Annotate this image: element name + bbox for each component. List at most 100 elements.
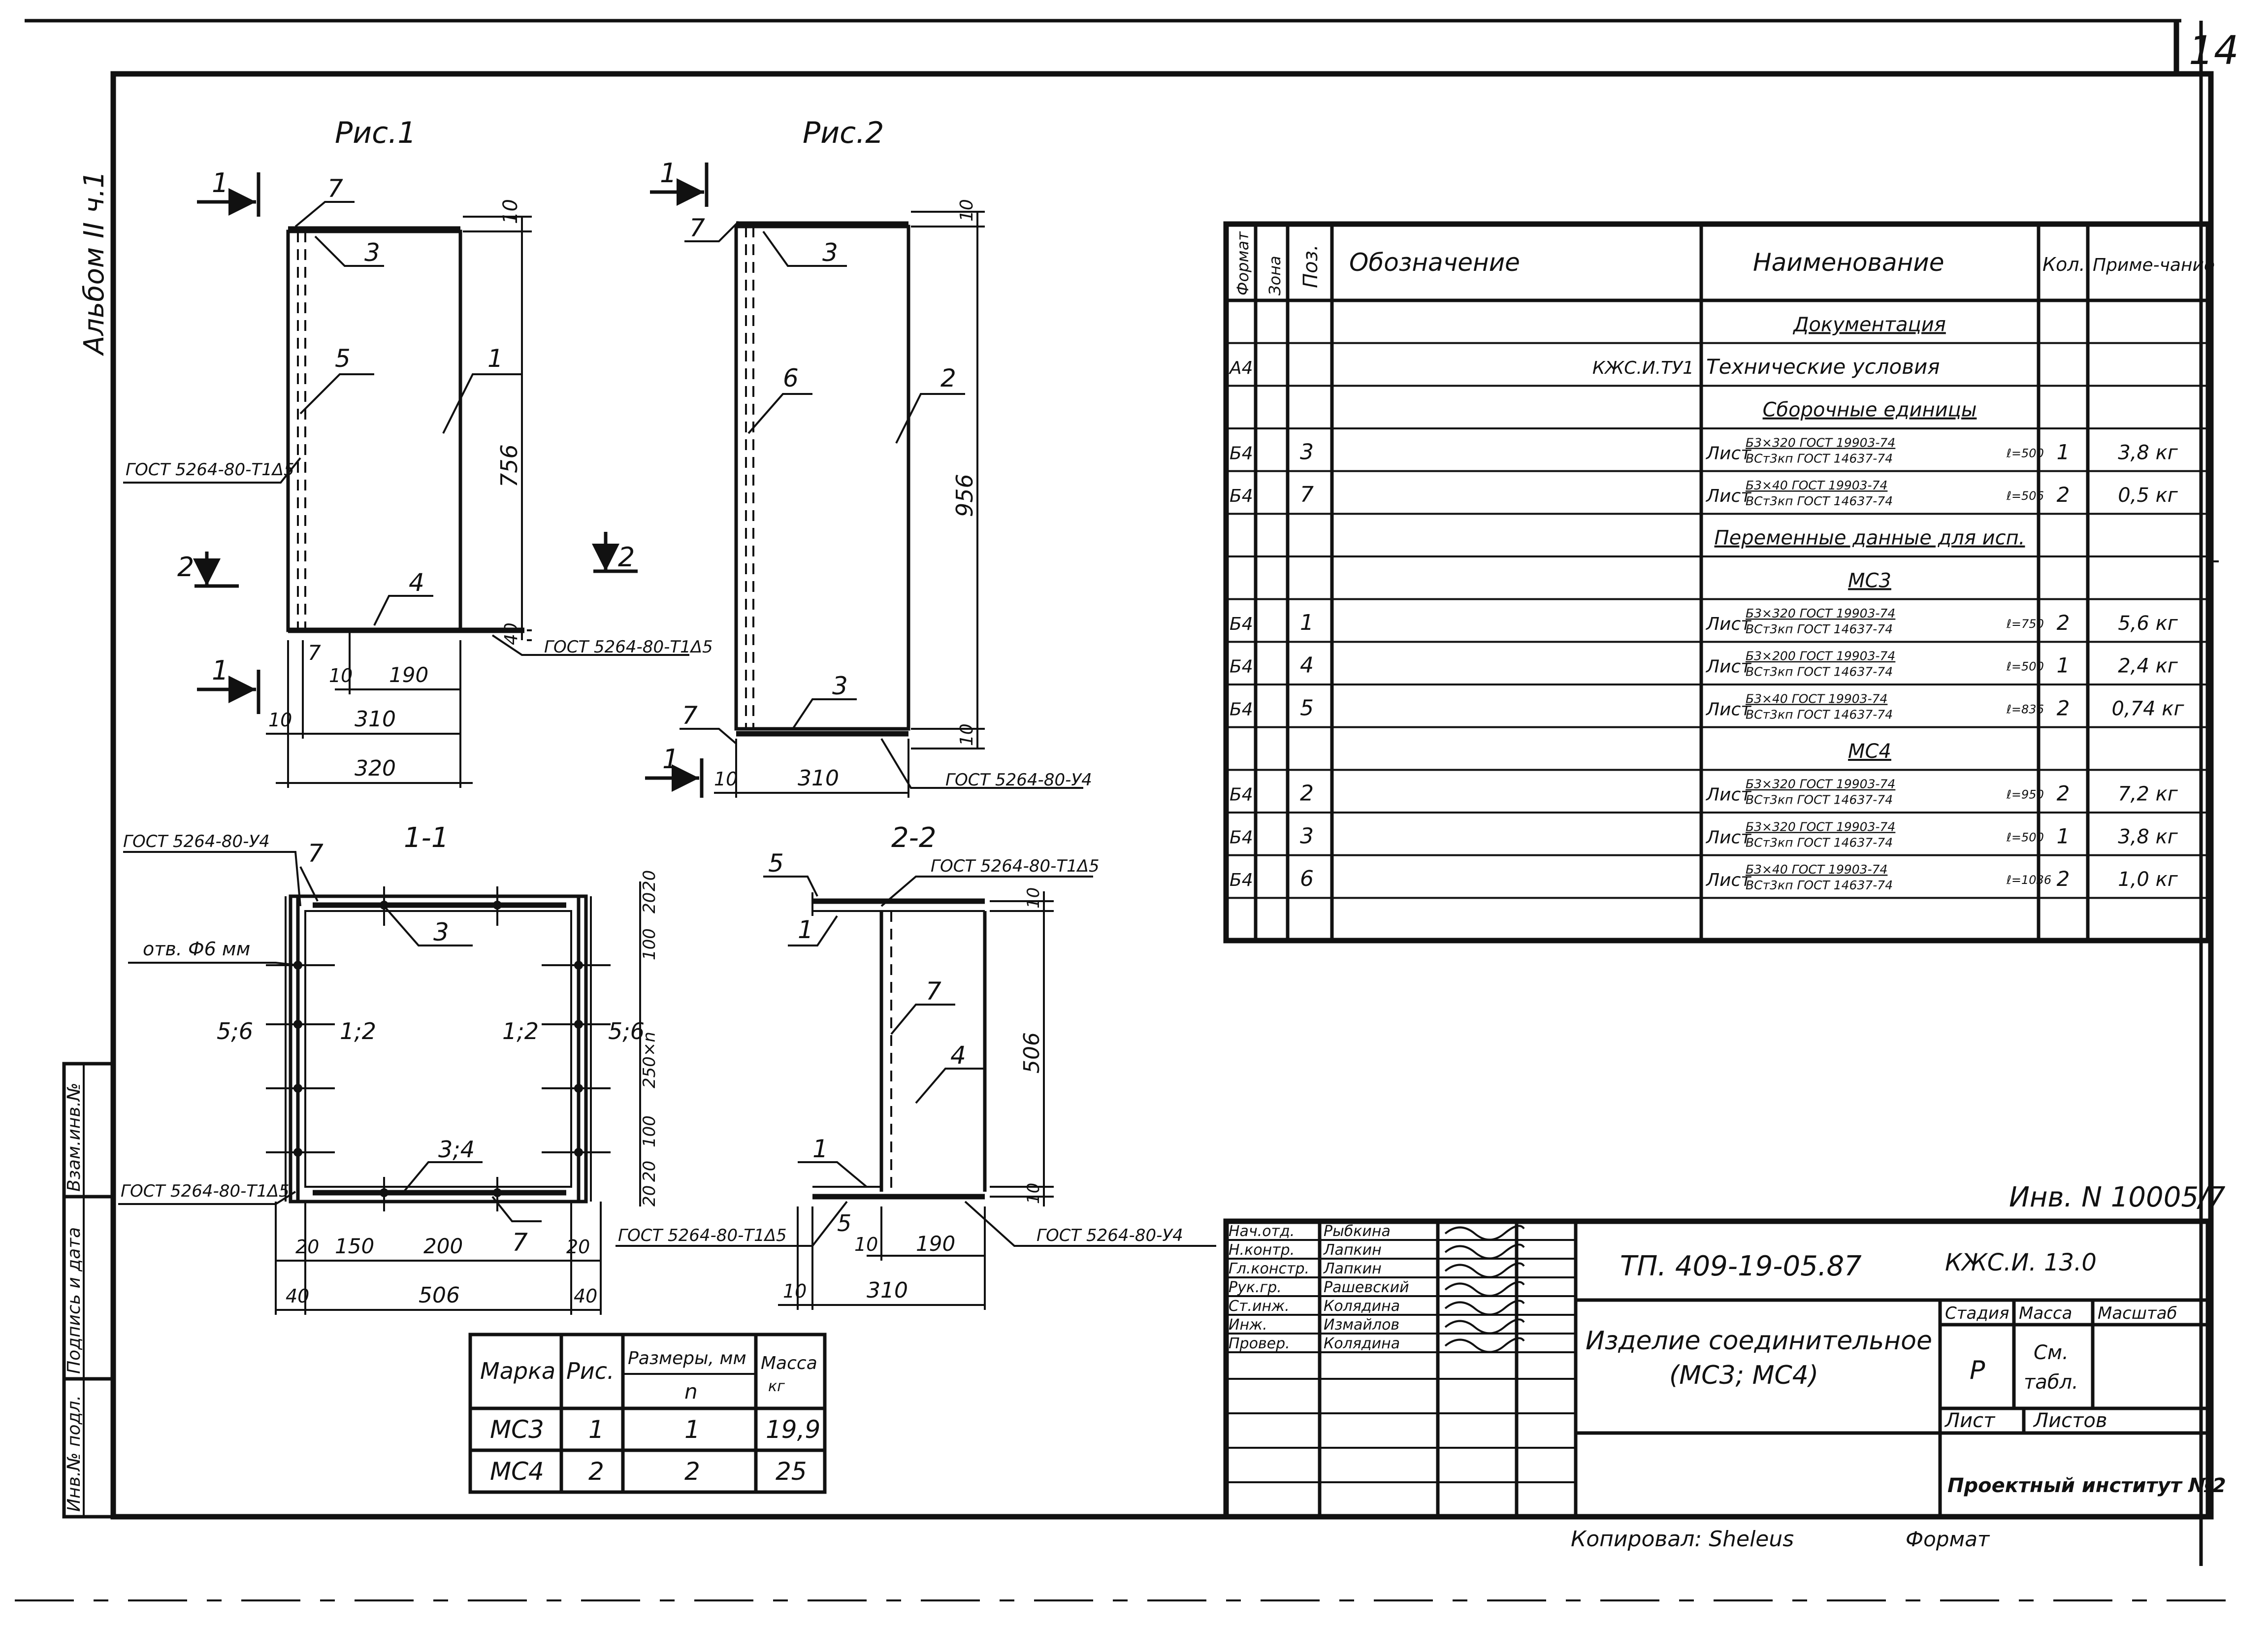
- fig1-dim-310: 310: [355, 707, 396, 732]
- spec-row-name: Лист: [1705, 699, 1751, 719]
- spec-row-note: 5,6 кг: [2118, 612, 2178, 635]
- signature-name: Лапкин: [1323, 1241, 1382, 1259]
- spec-row-qty: 2: [2057, 611, 2070, 635]
- sec11-pos-7b: 7: [512, 1228, 528, 1257]
- spec-row-note: 0,5 кг: [2118, 484, 2178, 507]
- org-name: Проектный институт №2: [1947, 1474, 2226, 1497]
- fig2-pos-6: 6: [783, 364, 799, 392]
- spec-row-format: А4: [1229, 358, 1253, 378]
- fig2-dim-10b: 10: [957, 723, 977, 746]
- spec-row-qty: 1: [2057, 440, 2070, 464]
- spec-row-frac-bot: ВСт3кп ГОСТ 14637-74: [1746, 707, 1893, 721]
- fig1-dim-10c: 10: [268, 709, 292, 731]
- marks-row1-n: 1: [684, 1415, 700, 1444]
- spec-row-frac-top: Б3×40 ГОСТ 19903-74: [1746, 478, 1887, 492]
- spec-row-name: Лист: [1705, 657, 1751, 677]
- sec11-pos-12-right: 1;2: [502, 1018, 539, 1044]
- signature-role: Гл.констр.: [1229, 1260, 1309, 1277]
- spec-row-frac-bot: ВСт3кп ГОСТ 14637-74: [1746, 665, 1893, 679]
- spec-row-frac-top: Б3×40 ГОСТ 19903-74: [1746, 691, 1887, 706]
- signature-scribble: [1444, 1300, 1525, 1316]
- marks-table: Марка Рис. Размеры, мм n Масса кг МС3 1 …: [468, 1333, 827, 1494]
- signature-role: Н.контр.: [1229, 1241, 1295, 1259]
- page-number: 14: [2189, 28, 2239, 73]
- spec-row-pos: 5: [1300, 695, 1314, 720]
- spec-row-qty: 2: [2057, 696, 2070, 720]
- spec-row-frac-bot: ВСт3кп ГОСТ 14637-74: [1746, 494, 1893, 508]
- spec-row-format: Б4: [1230, 657, 1253, 677]
- sec22-dim-190: 190: [916, 1232, 955, 1256]
- sec22-pos-7: 7: [926, 977, 941, 1006]
- spec-row-format: Б4: [1230, 827, 1253, 847]
- fig2-pos-3b: 3: [832, 672, 848, 700]
- spec-row-name: Сборочные единицы: [1763, 399, 1977, 422]
- spec-row-note: 7,2 кг: [2118, 783, 2178, 806]
- spec-row-name: Лист: [1705, 614, 1751, 634]
- spec-row-name: Документация: [1792, 313, 1946, 336]
- spec-row-pos: 3: [1300, 823, 1314, 848]
- spec-row-pos: 2: [1300, 781, 1314, 806]
- spec-row-frac-bot: ВСт3кп ГОСТ 14637-74: [1746, 878, 1893, 892]
- fig1-pos-7: 7: [327, 174, 343, 203]
- sec11-dim-100-b: 100: [640, 1115, 659, 1147]
- figure-1: Рис.1 1 1 2 7 3 5 1 4 7 ГОСТ 5264-80-Т1Δ…: [123, 116, 713, 788]
- sec11-pos-56-left: 5;6: [217, 1018, 253, 1044]
- spec-row-length: ℓ=836: [2006, 702, 2044, 716]
- spec-row-qty: 1: [2057, 824, 2070, 848]
- sec11-dim-40-a: 40: [286, 1285, 309, 1307]
- spec-row-format: Б4: [1230, 614, 1253, 634]
- fig1-dim-756: 756: [496, 444, 522, 488]
- sec22-dim-10b: 10: [1024, 1183, 1043, 1204]
- sec22-title: 2-2: [891, 822, 936, 854]
- signature-name: Колядина: [1324, 1298, 1400, 1315]
- sec22-pos-5b: 5: [837, 1210, 851, 1237]
- sec22-dim-506: 506: [1019, 1032, 1044, 1074]
- spec-row-length: ℓ=1036: [2006, 873, 2051, 887]
- sec11-pos-3: 3: [433, 918, 449, 946]
- spec-row-qty: 2: [2057, 782, 2070, 806]
- stage-label: Стадия: [1945, 1303, 2009, 1323]
- marks-row1-mass: 19,9: [766, 1415, 820, 1444]
- fig1-pos-3: 3: [364, 238, 380, 267]
- fig1-dim-320: 320: [355, 756, 396, 781]
- sec22-pos-1: 1: [798, 915, 813, 944]
- fig2-title: Рис.2: [803, 116, 884, 150]
- signature-role: Инж.: [1229, 1316, 1267, 1334]
- sec11-dim-20-b: 20: [640, 892, 659, 913]
- sec22-dim-310: 310: [867, 1278, 908, 1303]
- fig2-section-2: 2: [618, 542, 635, 573]
- spec-header-pos: Поз.: [1299, 244, 1322, 288]
- spec-row-pos: 6: [1300, 866, 1314, 891]
- signature-name: Рыбкина: [1324, 1223, 1391, 1240]
- sec11-weld-bottom: ГОСТ 5264-80-Т1Δ5: [121, 1181, 290, 1201]
- sheet-label: Лист: [1944, 1409, 1996, 1432]
- spec-row-designation: КЖС.И.ТУ1: [1592, 358, 1694, 378]
- spec-row-length: ℓ=506: [2006, 489, 2044, 503]
- spec-row-format: Б4: [1230, 870, 1253, 890]
- marks-row2-fig: 2: [588, 1457, 604, 1486]
- sec11-dim-20-a: 20: [640, 870, 659, 891]
- sec22-weld-top: ГОСТ 5264-80-Т1Δ5: [931, 856, 1100, 876]
- mass-value-1: См.: [2034, 1341, 2069, 1364]
- fig1-pos-1: 1: [487, 344, 503, 373]
- spec-row-note: 3,8 кг: [2118, 825, 2178, 848]
- spec-row-frac-bot: ВСт3кп ГОСТ 14637-74: [1746, 835, 1893, 849]
- sec11-dim-20-e: 20: [295, 1236, 319, 1258]
- fig2-dim-10c: 10: [714, 768, 738, 790]
- spec-row-note: 3,8 кг: [2118, 441, 2178, 464]
- spec-row-name: Лист: [1705, 486, 1751, 506]
- spec-row-frac-top: Б3×320 ГОСТ 19903-74: [1746, 819, 1895, 834]
- signature-role: Провер.: [1229, 1335, 1290, 1352]
- sec11-dim-100-a: 100: [640, 928, 659, 960]
- signature-scribble: [1444, 1281, 1525, 1297]
- spec-row-frac-top: Б3×40 ГОСТ 19903-74: [1746, 862, 1887, 877]
- fig1-dim-40: 40: [501, 622, 521, 645]
- spec-row-frac-top: Б3×320 ГОСТ 19903-74: [1746, 435, 1895, 450]
- spec-table: Формат Зона Поз. Обозначение Наименовани…: [1223, 221, 2219, 944]
- scale-label: Масштаб: [2098, 1303, 2177, 1323]
- spec-row-name: Лист: [1705, 827, 1751, 847]
- fig1-pos-7b: 7: [308, 641, 321, 665]
- inv-number: Инв. N 10005/7: [2009, 1181, 2226, 1213]
- sec22-pos-5: 5: [768, 849, 784, 878]
- sec11-pos-12-left: 1;2: [340, 1018, 376, 1044]
